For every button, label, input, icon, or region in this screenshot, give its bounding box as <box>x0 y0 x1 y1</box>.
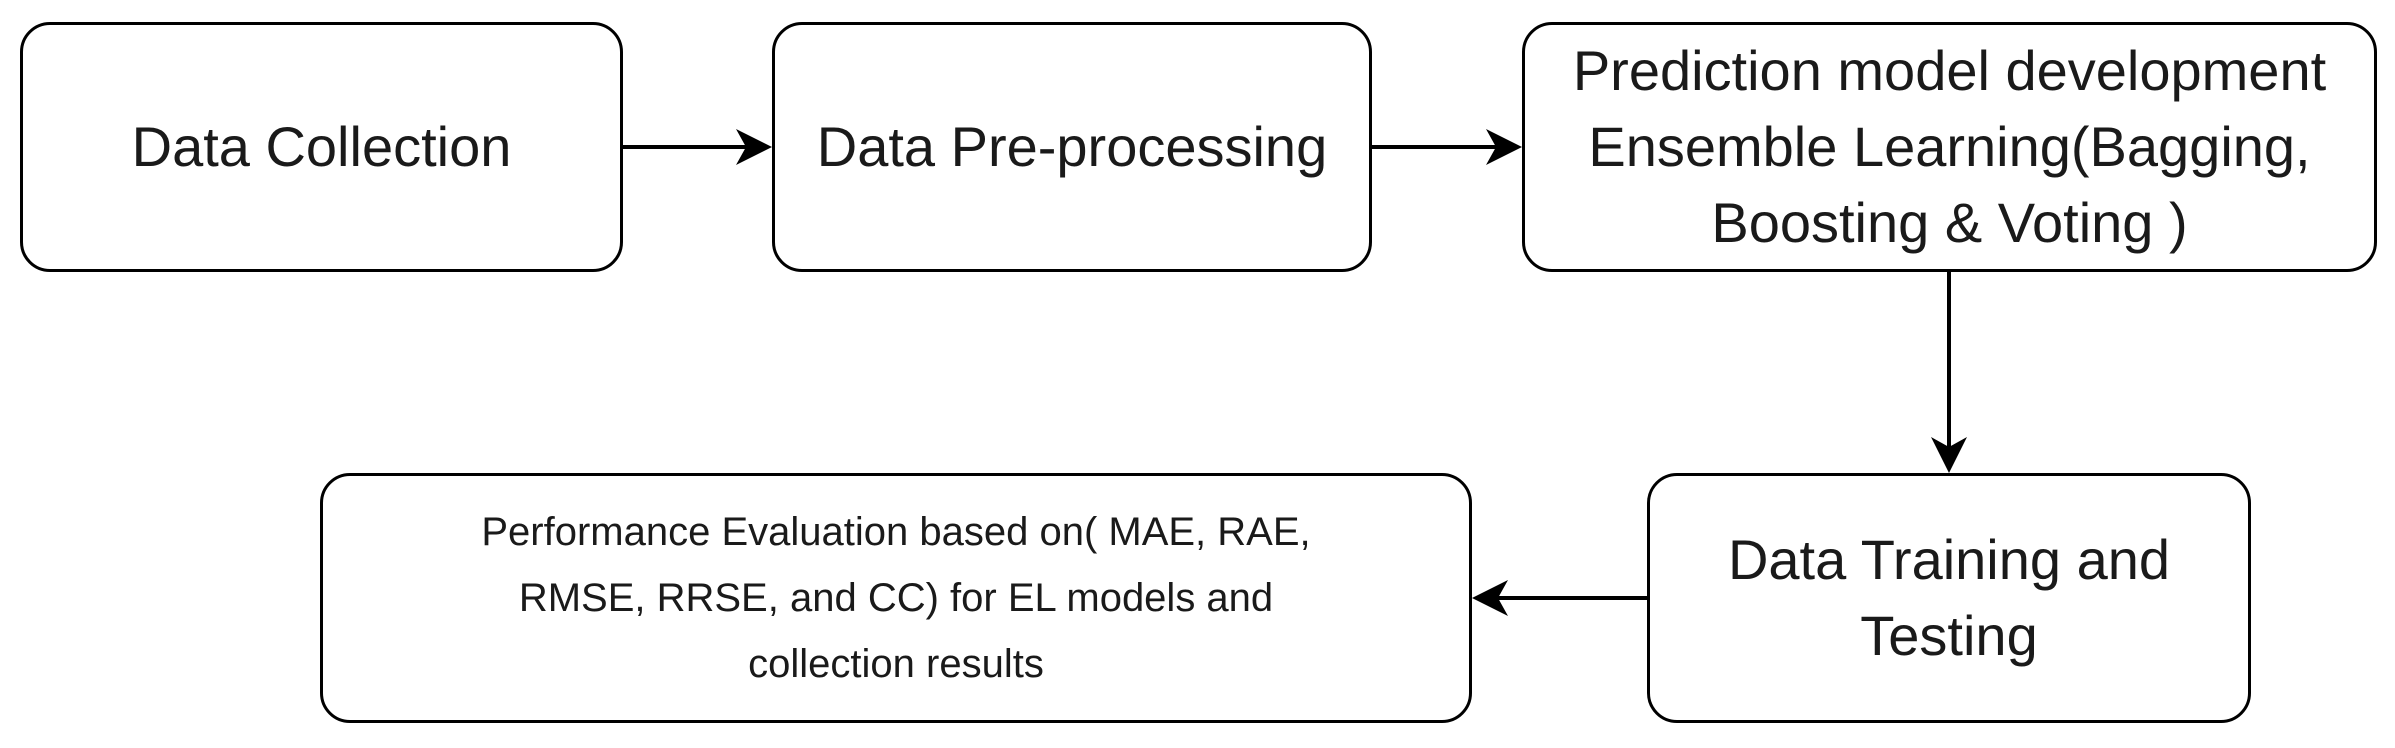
arrowhead-training <box>1931 437 1967 473</box>
training-testing-line-1: Data Training and <box>1727 528 2171 591</box>
data-collection-node: Data Collection <box>20 22 623 272</box>
model-development-node: Prediction model development Ensemble Le… <box>1522 22 2377 272</box>
training-testing-line-2: Testing <box>1860 604 2038 667</box>
arrowhead-evaluation <box>1472 580 1508 616</box>
arrowhead-model <box>1486 129 1522 165</box>
arrowhead-preprocessing <box>736 129 772 165</box>
training-testing-node: Data Training and Testing <box>1647 473 2251 723</box>
performance-evaluation-node: Performance Evaluation based on( MAE, RA… <box>320 473 1472 723</box>
model-development-line-1: Prediction model development <box>1572 39 2327 102</box>
data-collection-label: Data Collection <box>131 115 512 178</box>
model-development-line-3: Boosting & Voting ) <box>1711 191 2188 254</box>
performance-evaluation-line-2: RMSE, RRSE, and CC) for EL models and <box>518 576 1274 620</box>
model-development-line-2: Ensemble Learning(Bagging, <box>1588 115 2311 178</box>
data-preprocessing-node: Data Pre-processing <box>772 22 1372 272</box>
performance-evaluation-line-1: Performance Evaluation based on( MAE, RA… <box>481 510 1311 554</box>
performance-evaluation-line-3: collection results <box>748 642 1044 686</box>
data-preprocessing-label: Data Pre-processing <box>816 115 1328 178</box>
